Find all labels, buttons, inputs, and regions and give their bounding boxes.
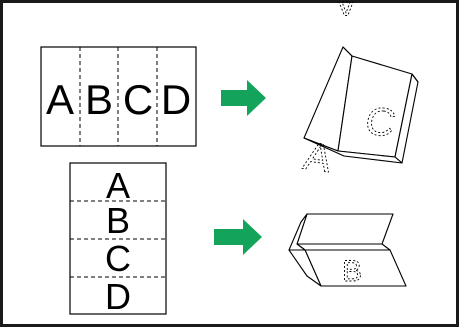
folded-panel-mid [296,243,391,251]
ghost-letter-b: B [342,255,362,288]
fold-crease [411,73,419,83]
folded-bottom-edge [303,137,403,164]
ghost-letter-a: A [300,135,336,181]
folded-side-edge [288,213,308,251]
letter-b: B [85,76,113,123]
letter-a: A [106,165,130,206]
fold-crease [342,46,353,57]
ghost-letter-a: A [335,0,357,22]
letter-a: A [46,76,74,123]
right-arrow-icon [214,219,262,255]
vertical-sheet: A B C D [69,162,167,317]
folded-horizontal-sheet: A C [300,46,419,181]
letter-d: D [105,276,131,317]
right-arrow-icon [221,80,266,116]
letter-c: C [105,238,131,279]
letter-b: B [106,200,130,241]
folded-vertical-sheet: A B [288,0,407,288]
folded-panel-top [296,213,394,245]
horizontal-sheet: A B C D [40,46,197,147]
folded-side-edge-lower [288,249,322,287]
letter-d: D [161,76,191,123]
letter-c: C [123,76,153,123]
